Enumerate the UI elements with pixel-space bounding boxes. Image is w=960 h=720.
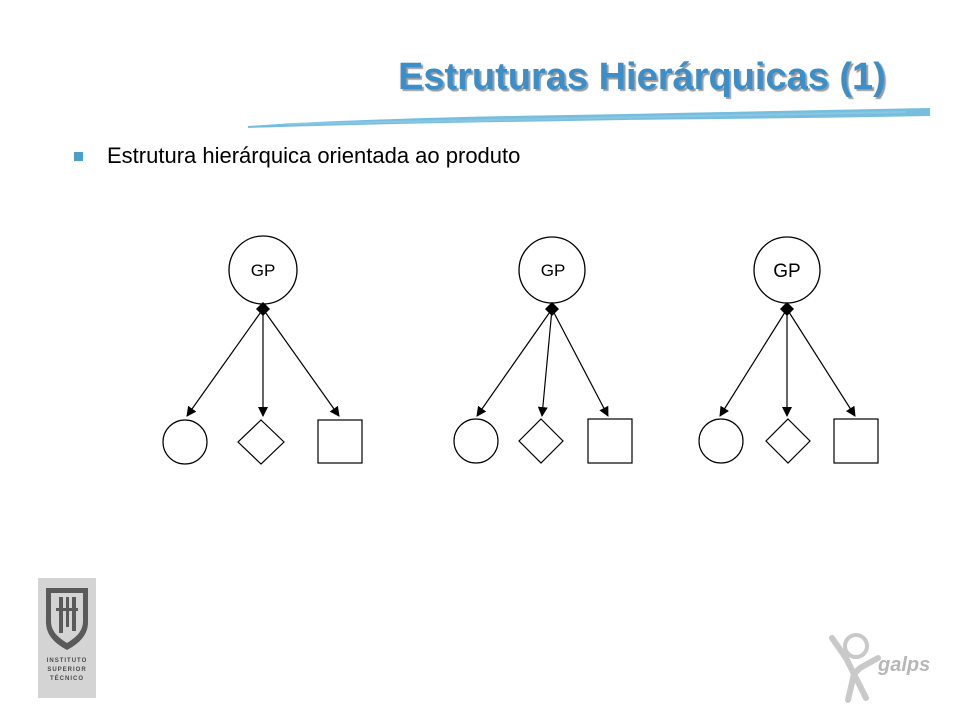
tree-3-child-square bbox=[833, 418, 879, 464]
tree-3-root-label: GP bbox=[773, 261, 800, 282]
tree-1-child-diamond bbox=[237, 419, 285, 465]
tree-3-child-circle bbox=[698, 418, 744, 464]
galps-figure-icon bbox=[829, 633, 881, 703]
tree-3-arrow-right bbox=[786, 308, 856, 417]
tree-1-child-square bbox=[317, 419, 363, 464]
galps-logo: galps bbox=[826, 628, 936, 708]
title-underline-brushstroke bbox=[248, 108, 930, 128]
ist-logo-line-3: TÉCNICO bbox=[50, 676, 84, 682]
tree-3-child-diamond bbox=[765, 418, 811, 464]
tree-2: GP bbox=[453, 236, 633, 464]
tree-2-arrow-middle bbox=[537, 308, 553, 417]
tree-1-arrow-left bbox=[186, 308, 264, 417]
ist-shield-icon bbox=[46, 588, 88, 650]
ist-logo-line-2: SUPERIOR bbox=[47, 667, 87, 673]
tree-2-root-label: GP bbox=[541, 261, 566, 280]
tree-2-arrow-right bbox=[551, 308, 609, 417]
tree-1: GP bbox=[162, 235, 363, 465]
bullet-text: Estrutura hierárquica orientada ao produ… bbox=[107, 143, 521, 168]
tree-3: GP bbox=[698, 236, 879, 464]
bullet-square-icon bbox=[74, 151, 83, 161]
tree-2-child-square bbox=[587, 418, 633, 464]
tree-2-child-diamond bbox=[518, 418, 564, 464]
tree-2-arrow-left bbox=[476, 308, 553, 417]
tree-1-child-circle bbox=[162, 419, 208, 465]
tree-1-root-label: GP bbox=[251, 261, 276, 280]
slide-title: Estruturas Hierárquicas (1) bbox=[398, 56, 886, 98]
ist-logo: INSTITUTO SUPERIOR TÉCNICO bbox=[38, 578, 96, 698]
galps-logo-text: galps bbox=[878, 654, 931, 676]
tree-3-arrow-left bbox=[719, 308, 788, 417]
tree-2-child-circle bbox=[453, 418, 499, 464]
bullet-item: Estrutura hierárquica orientada ao produ… bbox=[74, 143, 520, 169]
ist-logo-line-1: INSTITUTO bbox=[46, 658, 88, 664]
tree-1-arrow-right bbox=[262, 308, 340, 417]
